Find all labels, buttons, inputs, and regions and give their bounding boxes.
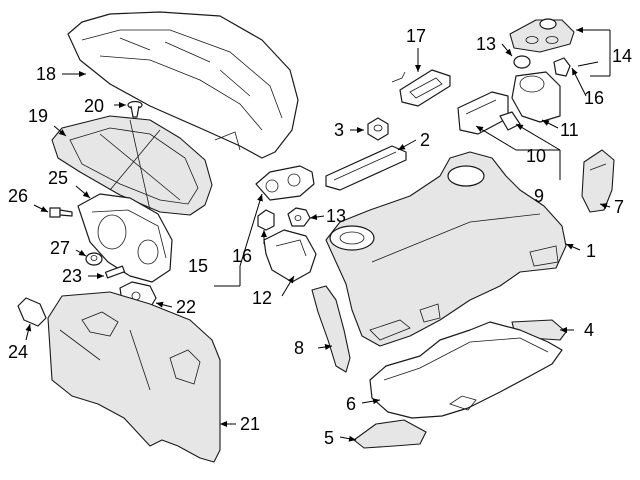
callout-4: 4 (584, 320, 594, 340)
callout-25: 25 (48, 168, 68, 188)
callout-26: 26 (8, 186, 28, 206)
callout-8: 8 (294, 338, 304, 358)
part-21-seat-back-trim (47, 291, 221, 463)
callout-13-lower: 13 (326, 206, 346, 226)
part-13-nut (287, 207, 311, 227)
callout-12: 12 (252, 288, 272, 308)
callout-5: 5 (324, 428, 334, 448)
part-6-floor-mat (369, 321, 563, 419)
callout-1: 1 (586, 241, 596, 261)
part-7-side-trim (581, 149, 615, 213)
callout-20: 20 (84, 96, 104, 116)
part-26-bolt (49, 207, 73, 218)
part-20-clip (127, 100, 143, 118)
callout-16-right: 16 (584, 88, 604, 108)
callout-14: 14 (612, 46, 632, 66)
callout-labels: 18 20 19 25 26 27 23 22 24 21 17 3 2 13 … (8, 26, 632, 448)
callout-18: 18 (36, 64, 56, 84)
callout-27: 27 (50, 238, 70, 258)
callout-2: 2 (420, 130, 430, 150)
part-15-switch-panel (255, 165, 315, 201)
callout-9: 9 (534, 186, 544, 206)
callout-6: 6 (346, 394, 356, 414)
part-19-shelf-panel (51, 115, 213, 216)
part-5-panel (353, 419, 427, 449)
part-3-nut (367, 117, 389, 141)
part-27-nut (85, 252, 103, 266)
part-14-cover (509, 18, 575, 53)
part-1-trunk-liner (325, 151, 567, 347)
callout-3: 3 (334, 120, 344, 140)
callout-7: 7 (614, 197, 624, 217)
callout-21: 21 (240, 414, 260, 434)
part-2-strip (325, 145, 407, 191)
part-8-pillar-trim (311, 285, 351, 373)
leader-lines (25, 27, 611, 442)
callout-19: 19 (28, 106, 48, 126)
part-11-housing (499, 55, 561, 131)
part-24-cover (17, 297, 47, 327)
part-25-bracket (77, 193, 173, 283)
callout-15: 15 (188, 256, 208, 276)
callout-13-top: 13 (476, 34, 496, 54)
callout-24: 24 (8, 342, 28, 362)
callout-10: 10 (526, 146, 546, 166)
part-12-latch-trim (263, 229, 317, 283)
part-16-clip-left (257, 209, 275, 231)
part-16-clip-right (553, 57, 571, 77)
part-18-package-tray (67, 11, 299, 159)
callout-16-left: 16 (232, 246, 252, 266)
part-23-screw (104, 265, 126, 279)
callout-23: 23 (62, 266, 82, 286)
part-10-bracket (457, 91, 509, 135)
callout-11: 11 (560, 120, 579, 140)
part-17-handle (391, 69, 451, 107)
callout-17: 17 (406, 26, 426, 46)
callout-22: 22 (176, 297, 196, 317)
